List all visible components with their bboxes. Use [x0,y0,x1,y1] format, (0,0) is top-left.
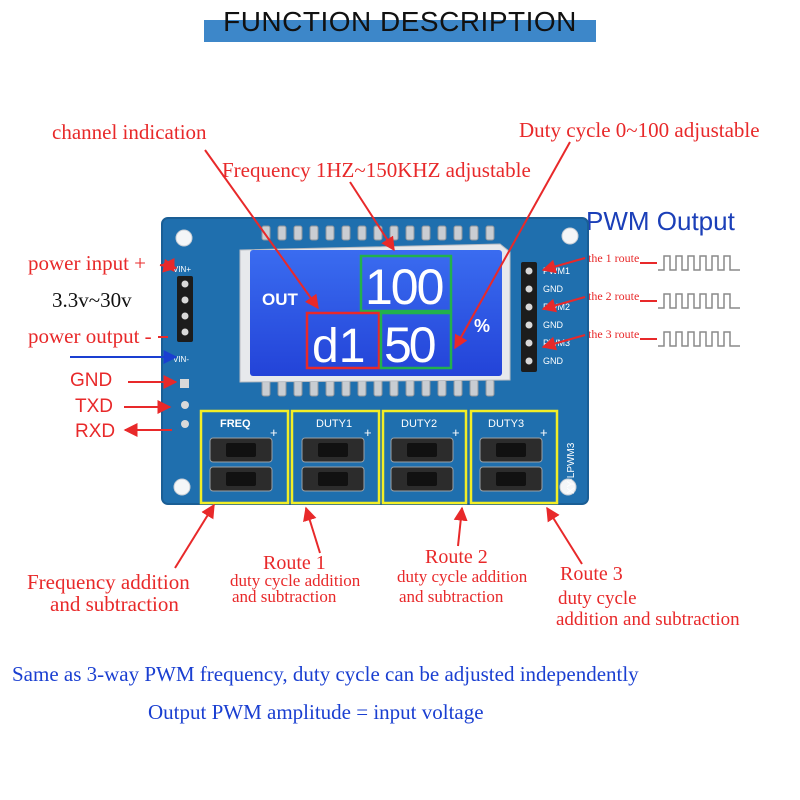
frequency-range-label: Frequency 1HZ~150KHZ adjustable [222,158,531,182]
arrow-channel [204,149,319,310]
svg-text:DUTY3: DUTY3 [488,418,524,430]
button-group-duty1: DUTY1 + [290,409,381,505]
left-header [177,276,193,342]
voltage-range-label: 3.3v~30v [52,288,132,312]
route-2-output-label: the 2 route [588,289,640,303]
lcd-pins-bottom [261,379,495,397]
freq-button-desc-2: and subtraction [50,592,179,616]
freq-button-desc-1: Frequency addition [27,570,190,594]
gnd-label: GND [70,370,113,391]
button-group-duty3: DUTY3 + [469,409,559,505]
pwm1-silk: PWM1 [543,266,570,276]
vin-minus-silk: VIN- [173,355,189,364]
mount-hole-br [559,478,577,496]
lcd-value-text: 50 [384,317,435,373]
txd-pad [181,401,189,409]
gnd1-silk: GND [543,284,564,294]
mount-hole-tl [175,229,193,247]
pwm-waveforms [658,255,740,347]
txd-label: TXD [75,396,113,417]
rxd-label: RXD [75,421,116,442]
duty-cycle-range-label: Duty cycle 0~100 adjustable [519,118,760,142]
svg-text:+: + [270,425,278,440]
value-highlight [379,311,453,370]
model-silk: XY-LPWM3 [566,442,577,494]
route3-desc-1: duty cycle [558,588,637,609]
annotation-arrows [123,141,657,569]
pwm-output-label: PWM Output [586,206,735,236]
route3-desc-2: addition and subtraction [556,609,740,630]
arrow-frequency [349,181,395,252]
lcd-unit-text: % [474,316,490,336]
button-group-duty2: DUTY2 + [381,409,468,505]
channel-indication-label: channel indication [52,120,207,144]
duty-cycle-highlight [359,254,453,313]
vin-plus-silk: VIN+ [173,265,191,274]
power-output-label: power output - [28,324,152,348]
gnd-pad [180,379,189,388]
route1-title: Route 1 [263,552,326,574]
gnd2-silk: GND [543,320,564,330]
svg-text:DUTY2: DUTY2 [401,418,437,430]
title-bar [204,20,596,42]
route2-desc-2: and subtraction [399,587,504,606]
arrow-freq-button [174,503,215,569]
svg-text:+: + [540,425,548,440]
route1-desc-1: duty cycle addition [230,571,361,590]
svg-text:+: + [364,425,372,440]
arrow-route2-out [541,296,586,313]
footer-line-2: Output PWM amplitude = input voltage [148,700,484,724]
route2-desc-1: duty cycle addition [397,567,528,586]
lcd-top-value: 100 [365,259,443,315]
page-title: FUNCTION DESCRIPTION [223,6,577,37]
svg-text:+: + [452,425,460,440]
arrow-route2-button [453,506,468,547]
lcd-channel-text: d1 [312,320,365,373]
right-header [521,262,537,372]
footer-line-1: Same as 3-way PWM frequency, duty cycle … [12,662,639,686]
svg-text:FREQ: FREQ [220,418,251,430]
arrow-route3-button [546,506,583,565]
power-input-label: power input + [28,251,146,275]
lcd-pins-top [261,225,495,241]
route2-title: Route 2 [425,546,488,568]
arrow-route1-button [303,506,321,554]
mount-hole-bl [173,478,191,496]
route3-title: Route 3 [560,563,623,585]
route-1-output-label: the 1 route [588,251,640,265]
route1-desc-2: and subtraction [232,587,337,606]
arrow-route1-out [541,257,586,274]
svg-text:DUTY1: DUTY1 [316,418,352,430]
arrow-power-input-red [159,258,178,273]
button-group-freq: FREQ + [199,409,290,505]
rxd-pad [181,420,189,428]
channel-highlight [305,311,381,370]
arrow-route3-out [541,334,586,351]
route-3-output-label: the 3 route [588,327,640,341]
mount-hole-tr [561,227,579,245]
arrow-duty [454,141,571,350]
gnd3-silk: GND [543,356,564,366]
lcd-out-text: OUT [262,290,299,309]
